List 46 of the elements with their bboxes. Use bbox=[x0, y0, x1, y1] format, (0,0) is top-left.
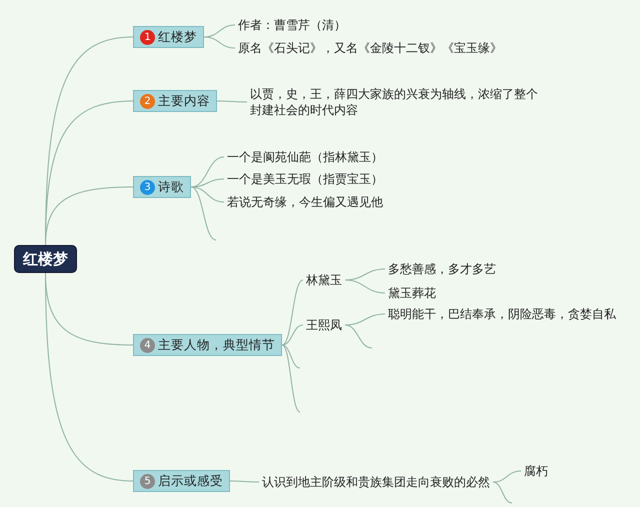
topic-box bbox=[133, 470, 230, 492]
branch-line bbox=[230, 480, 260, 482]
branch-line bbox=[190, 186, 224, 202]
branch-line bbox=[282, 280, 304, 346]
branch-line bbox=[344, 280, 386, 294]
branch-text: 以贾，史，王，薛四大家族的兴衰为轴线，浓缩了整个封建社会的时代内容 bbox=[247, 84, 547, 120]
branch-line bbox=[282, 324, 304, 346]
branch-text: 作者：曹雪芹（清） bbox=[235, 15, 349, 35]
number-badge: 1 bbox=[140, 30, 155, 44]
branch-line bbox=[282, 344, 300, 368]
branch-line bbox=[190, 156, 224, 188]
branch-text: 腐朽 bbox=[521, 461, 551, 481]
number-badge: 4 bbox=[140, 338, 155, 352]
branch-line bbox=[344, 314, 386, 326]
central-topic: 红楼梦 bbox=[14, 245, 77, 273]
branch-line bbox=[190, 186, 216, 240]
branch-text: 黛玉葬花 bbox=[385, 283, 439, 303]
number-badge: 3 bbox=[140, 180, 155, 194]
topic-label: 主要人物，典型情节 bbox=[158, 337, 275, 353]
branch-text: 林黛玉 bbox=[303, 270, 345, 290]
branch-line bbox=[45, 186, 134, 246]
topic-box bbox=[133, 26, 204, 48]
branch-line bbox=[344, 324, 372, 348]
branch-line bbox=[492, 470, 522, 482]
branch-text: 一个是美玉无瑕（指贾宝玉） bbox=[224, 169, 386, 189]
number-badge: 2 bbox=[140, 94, 155, 108]
number-badge: 5 bbox=[140, 474, 155, 488]
branch-line bbox=[492, 482, 512, 504]
branch-line bbox=[216, 100, 248, 102]
branch-text: 王熙凤 bbox=[303, 315, 345, 335]
topic-label: 红楼梦 bbox=[158, 29, 197, 45]
topic-box bbox=[133, 334, 282, 356]
branch-line bbox=[282, 344, 300, 412]
branch-text: 原名《石头记》，又名《金陵十二钗》《宝玉缘》 bbox=[235, 38, 505, 58]
branch-text: 聪明能干，巴结奉承，阴险恶毒，贪婪自私 bbox=[385, 304, 619, 324]
branch-text: 若说无奇缘，今生偏又遇见他 bbox=[224, 192, 386, 212]
topic-label: 主要内容 bbox=[158, 93, 210, 109]
branch-text: 一个是阆苑仙葩（指林黛玉） bbox=[224, 147, 386, 167]
branch-text: 认识到地主阶级和贵族集团走向衰败的必然 bbox=[259, 472, 493, 492]
topic-label: 启示或感受 bbox=[158, 473, 223, 489]
topic-box bbox=[133, 90, 217, 112]
branch-text: 多愁善感，多才多艺 bbox=[385, 259, 499, 279]
topic-box bbox=[133, 176, 191, 198]
branch-line bbox=[204, 36, 236, 48]
branch-line bbox=[45, 272, 134, 482]
topic-label: 诗歌 bbox=[158, 179, 184, 195]
